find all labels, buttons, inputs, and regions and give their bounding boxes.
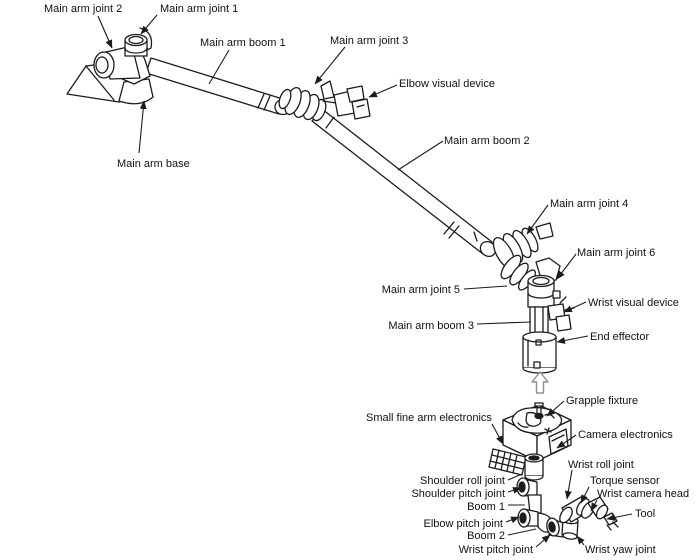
leader-main-arm-boom-1 [208,49,230,85]
main-arm-boom-1-part [145,57,292,116]
connector-grid-part [488,448,527,476]
labels: Main arm joint 2 Main arm joint 1 Main a… [44,3,689,556]
label-main-arm-boom-3: Main arm boom 3 [388,320,474,332]
label-grapple-fixture: Grapple fixture [566,395,638,407]
label-wrist-roll-joint: Wrist roll joint [568,459,634,471]
shoulder-pitch-joint-part [516,477,538,497]
leader-wrist-yaw-joint [576,535,585,546]
wrist-visual-device-part [547,296,575,332]
main-arm-joint-6-part [527,257,561,308]
main-arm-boom-2-part [311,108,497,258]
tool-part [603,512,619,531]
label-shoulder-roll-joint: Shoulder roll joint [420,475,505,487]
label-main-arm-boom-2: Main arm boom 2 [444,135,530,147]
main-arm-drawing [66,27,575,374]
leader-wrist-visual-device [563,301,587,313]
leader-sfa-boom-2 [507,528,537,536]
label-wrist-visual-device: Wrist visual device [588,297,679,309]
leader-tool [606,513,633,521]
end-effector-part [522,331,557,374]
main-arm-joint-5-part [500,254,537,291]
leader-main-arm-joint-3 [314,46,346,85]
attach-arrow-icon [531,371,549,394]
label-sfa-boom-1: Boom 1 [467,501,505,513]
leader-shoulder-roll-joint [507,473,523,481]
label-torque-sensor: Torque sensor [590,475,660,487]
leader-wrist-camera-head [590,499,598,512]
elbow-visual-device-part [322,85,371,120]
label-tool: Tool [635,508,655,520]
leader-main-arm-joint-4 [526,204,549,235]
wrist-pitch-joint-part [546,517,565,538]
leader-end-effector [556,335,589,344]
leader-wrist-pitch-joint [535,534,551,548]
small-fine-arm-electronics-part [502,404,572,462]
leader-main-arm-joint-6 [556,253,577,280]
label-wrist-yaw-joint: Wrist yaw joint [585,544,656,556]
leader-main-arm-joint-2 [97,15,113,49]
label-end-effector: End effector [590,331,649,343]
label-main-arm-joint-4: Main arm joint 4 [550,198,628,210]
leader-grapple-fixture [546,400,565,417]
label-small-fine-arm-electronics: Small fine arm electronics [366,412,492,424]
leader-main-arm-joint-1 [140,14,158,35]
leader-camera-electronics [556,434,577,449]
torque-sensor-part [575,498,596,519]
leader-main-arm-boom-2 [397,140,444,171]
label-elbow-visual-device: Elbow visual device [399,78,495,90]
label-main-arm-joint-3: Main arm joint 3 [330,35,408,47]
shoulder-roll-joint-part [524,453,544,481]
leader-shoulder-pitch-joint [507,487,522,494]
label-main-arm-joint-1: Main arm joint 1 [160,3,238,15]
wrist-camera-head-part [587,496,609,520]
elbow-pitch-joint-part [517,508,539,528]
label-main-arm-base: Main arm base [117,158,190,170]
grapple-fixture-part [534,402,544,420]
leader-lines [97,14,633,548]
leader-main-arm-base [138,100,147,154]
main-arm-boom-3-part [529,306,549,335]
label-main-arm-boom-1: Main arm boom 1 [200,37,286,49]
main-arm-joint-1-part [124,27,153,57]
label-sfa-boom-2: Boom 2 [467,530,505,542]
small-fine-arm-drawing [488,402,619,540]
label-main-arm-joint-5: Main arm joint 5 [382,284,460,296]
leader-main-arm-joint-5 [463,285,508,290]
label-elbow-pitch-joint: Elbow pitch joint [424,518,504,530]
leader-elbow-visual-device [368,84,398,98]
leader-elbow-pitch-joint [505,516,520,524]
leader-main-arm-boom-3 [476,321,532,325]
leader-small-fine-arm-electronics [491,423,504,445]
label-wrist-pitch-joint: Wrist pitch joint [459,544,533,556]
leader-torque-sensor [580,486,590,504]
label-main-arm-joint-6: Main arm joint 6 [577,247,655,259]
label-main-arm-joint-2: Main arm joint 2 [44,3,122,15]
label-shoulder-pitch-joint: Shoulder pitch joint [411,488,505,500]
label-camera-electronics: Camera electronics [578,429,673,441]
leader-wrist-roll-joint [564,469,573,500]
label-wrist-camera-head: Wrist camera head [597,488,689,500]
